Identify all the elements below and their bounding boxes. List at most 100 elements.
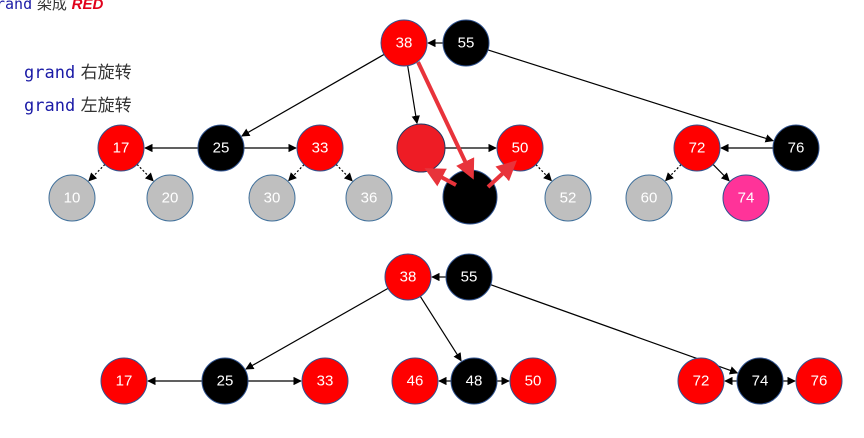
node-label: 74 [752, 373, 769, 390]
tree-node-17: 17 [100, 357, 148, 405]
tree-edge [407, 65, 420, 125]
node-circle [301, 357, 349, 405]
node-circle [384, 253, 432, 301]
header-middle: 染成 [32, 0, 72, 13]
node-circle [496, 124, 544, 172]
tree-node-25: 25 [197, 124, 245, 172]
tree-node-55: 55 [442, 19, 490, 67]
tree-nodes: 38 55 17 25 33 50 72 76 10 20 30 36 52 60 74 38 55 17 25 33… [48, 19, 843, 405]
node-circle [442, 19, 490, 67]
node-label: 52 [560, 190, 577, 207]
tree-edge [487, 49, 774, 143]
node-label: 76 [811, 373, 828, 390]
node-label: 17 [116, 373, 133, 390]
tree-edge [245, 287, 389, 370]
node-label: 74 [738, 190, 755, 207]
node-circle [673, 124, 721, 172]
node-circle [736, 357, 784, 405]
tree-edge [712, 164, 730, 182]
node-label: 72 [693, 373, 710, 390]
header-prefix: rand [0, 0, 33, 13]
node-circle [722, 174, 770, 222]
tree-node-76: 76 [795, 357, 843, 405]
node-circle [445, 253, 493, 301]
tree-node-38: 38 [384, 253, 432, 301]
step-code: grand [24, 63, 76, 83]
tree-edge [136, 164, 154, 182]
node-label: 36 [361, 190, 378, 207]
node-circle [248, 174, 296, 222]
tree-edge [419, 296, 462, 362]
node-circle [391, 357, 439, 405]
node-circle [100, 357, 148, 405]
tree-node-46: 46 [391, 357, 439, 405]
node-circle [625, 174, 673, 222]
tree-node-30: 30 [248, 174, 296, 222]
tree-node-48: 48 [450, 357, 498, 405]
node-label: 33 [312, 140, 329, 157]
tree-node-72: 72 [673, 124, 721, 172]
node-label: 46 [407, 373, 424, 390]
node-circle [396, 123, 446, 173]
node-label: 25 [217, 373, 234, 390]
step-right-rotate: grand 右旋转 [24, 58, 132, 83]
node-label: 50 [512, 140, 529, 157]
rotation-arrow [416, 61, 475, 180]
node-circle [442, 169, 498, 225]
step-text: 左旋转 [75, 96, 132, 116]
node-label: 20 [162, 190, 179, 207]
tree-node-52: 52 [544, 174, 592, 222]
tree-edge [665, 164, 682, 182]
step-left-rotate: grand 左旋转 [24, 91, 132, 116]
tree-node-25: 25 [201, 357, 249, 405]
step-text: 右旋转 [75, 63, 132, 83]
node-label: 72 [689, 140, 706, 157]
node-label: 50 [525, 373, 542, 390]
node-label: 33 [317, 373, 334, 390]
tree-edge [335, 164, 353, 182]
node-circle [380, 19, 428, 67]
node-label: 76 [788, 140, 805, 157]
node-circle [509, 357, 557, 405]
node-label: 10 [64, 190, 81, 207]
tree-edge [535, 164, 552, 182]
rotation-arrows [416, 61, 517, 189]
tree-node-33: 33 [296, 124, 344, 172]
tree-node-72: 72 [677, 357, 725, 405]
tree-node-60: 60 [625, 174, 673, 222]
tree-node-50: 50 [496, 124, 544, 172]
tree-node-50: 50 [509, 357, 557, 405]
node-circle [197, 124, 245, 172]
tree-node-20: 20 [146, 174, 194, 222]
node-circle [345, 174, 393, 222]
node-circle [97, 124, 145, 172]
tree-edge [288, 164, 305, 182]
tree-edge [88, 164, 106, 182]
header-emph: RED [71, 0, 104, 13]
node-label: 60 [641, 190, 658, 207]
node-circle [201, 357, 249, 405]
node-circle [146, 174, 194, 222]
node-circle [48, 174, 96, 222]
step-code: grand [24, 96, 76, 116]
rotation-arrow [486, 160, 517, 189]
tree-edges [88, 38, 796, 386]
node-label: 48 [466, 373, 483, 390]
node-label: 55 [461, 269, 478, 286]
tree-node-bN [442, 169, 498, 225]
tree-node-38: 38 [380, 19, 428, 67]
node-circle [772, 124, 820, 172]
node-circle [296, 124, 344, 172]
node-circle [677, 357, 725, 405]
node-label: 17 [113, 140, 130, 157]
tree-node-36: 36 [345, 174, 393, 222]
node-circle [450, 357, 498, 405]
node-label: 25 [213, 140, 230, 157]
node-label: 30 [264, 190, 281, 207]
tree-node-10: 10 [48, 174, 96, 222]
node-circle [544, 174, 592, 222]
tree-node-bP [396, 123, 446, 173]
tree-edge [241, 53, 385, 137]
tree-node-55: 55 [445, 253, 493, 301]
